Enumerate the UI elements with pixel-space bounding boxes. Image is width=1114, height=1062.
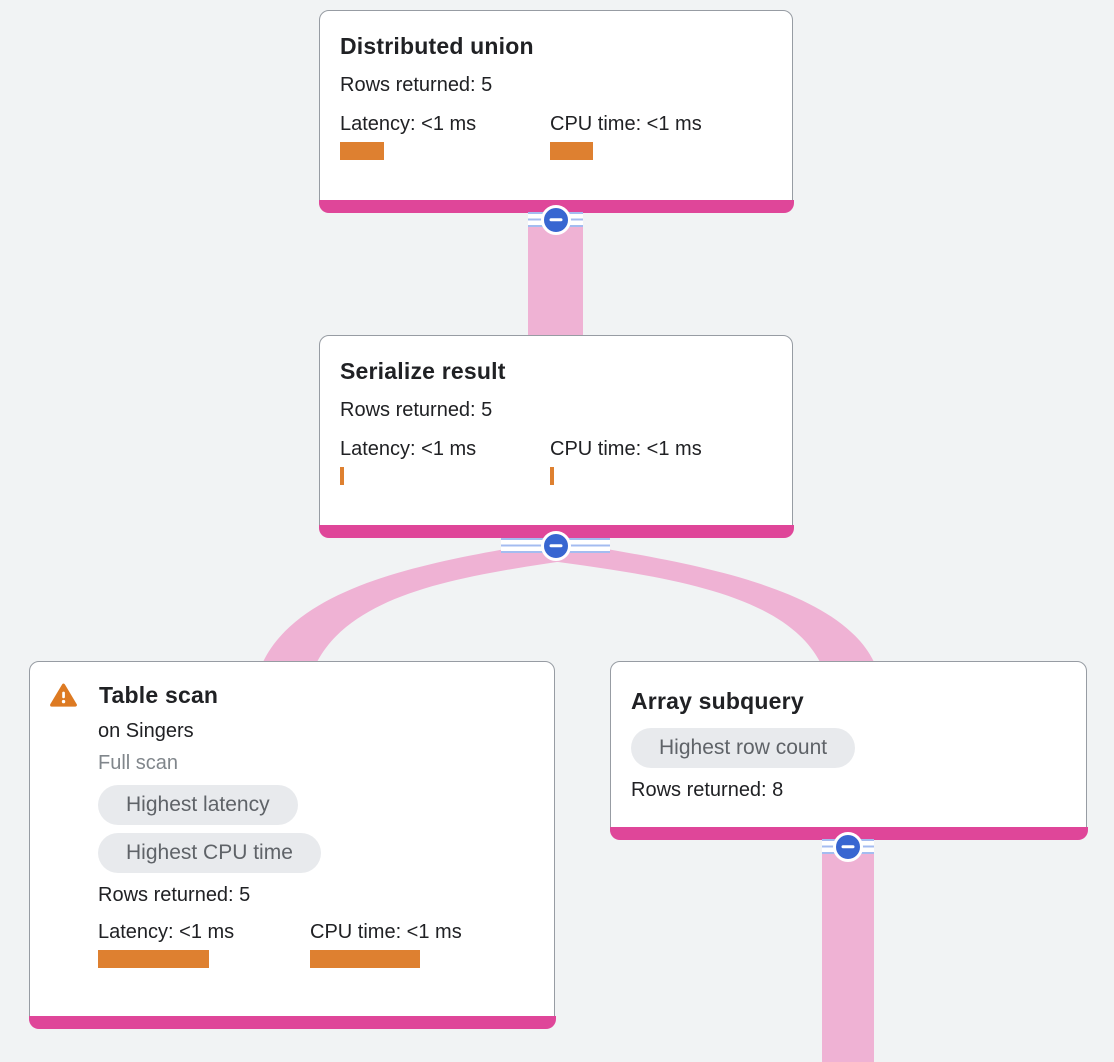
collapse-node-button[interactable] — [528, 204, 583, 235]
latency-label: Latency: <1 ms — [340, 113, 477, 135]
plan-node-distributed-union[interactable]: Distributed union Rows returned: 5 Laten… — [318, 10, 794, 213]
node-subtitle: on Singers — [98, 720, 194, 742]
minus-circle-icon — [540, 530, 571, 561]
node-title: Table scan — [99, 682, 219, 708]
collapse-node-button[interactable] — [501, 530, 610, 561]
cpu-time-label: CPU time: <1 ms — [550, 438, 702, 460]
connector-trunk-array-subquery-child — [822, 830, 874, 1062]
latency-bar — [340, 467, 344, 485]
cpu-time-bar — [310, 950, 420, 968]
latency-label: Latency: <1 ms — [340, 438, 477, 460]
node-accent-bar — [28, 1015, 556, 1029]
cpu-time-label: CPU time: <1 ms — [310, 921, 462, 943]
plan-node-table-scan[interactable]: Table scan on Singers Full scan Highest … — [28, 661, 556, 1029]
rows-returned-text: Rows returned: 5 — [340, 74, 493, 96]
latency-bar — [98, 950, 209, 968]
scan-type-text: Full scan — [98, 752, 179, 774]
rows-returned-text: Rows returned: 8 — [631, 779, 784, 801]
warning-icon — [50, 683, 77, 707]
cpu-time-bar — [550, 142, 593, 160]
connector-branch-right — [528, 545, 874, 662]
cpu-time-bar — [550, 467, 554, 485]
cpu-time-label: CPU time: <1 ms — [550, 113, 702, 135]
collapse-node-button[interactable] — [822, 831, 874, 862]
badge-highest-latency: Highest latency — [98, 785, 298, 825]
badge-highest-cpu-time: Highest CPU time — [98, 833, 321, 873]
latency-label: Latency: <1 ms — [98, 921, 235, 943]
node-title: Array subquery — [631, 688, 804, 714]
node-title: Serialize result — [340, 358, 506, 384]
rows-returned-text: Rows returned: 5 — [340, 399, 493, 421]
node-title: Distributed union — [340, 33, 534, 59]
minus-circle-icon — [833, 831, 863, 862]
badge-highest-row-count: Highest row count — [631, 728, 856, 768]
plan-node-array-subquery[interactable]: Array subquery Highest row count Rows re… — [609, 661, 1088, 840]
connector-branch-left — [263, 545, 583, 662]
rows-returned-text: Rows returned: 5 — [98, 884, 251, 906]
plan-node-serialize-result[interactable]: Serialize result Rows returned: 5 Latenc… — [318, 335, 794, 538]
minus-circle-icon — [540, 204, 571, 235]
latency-bar — [340, 142, 384, 160]
